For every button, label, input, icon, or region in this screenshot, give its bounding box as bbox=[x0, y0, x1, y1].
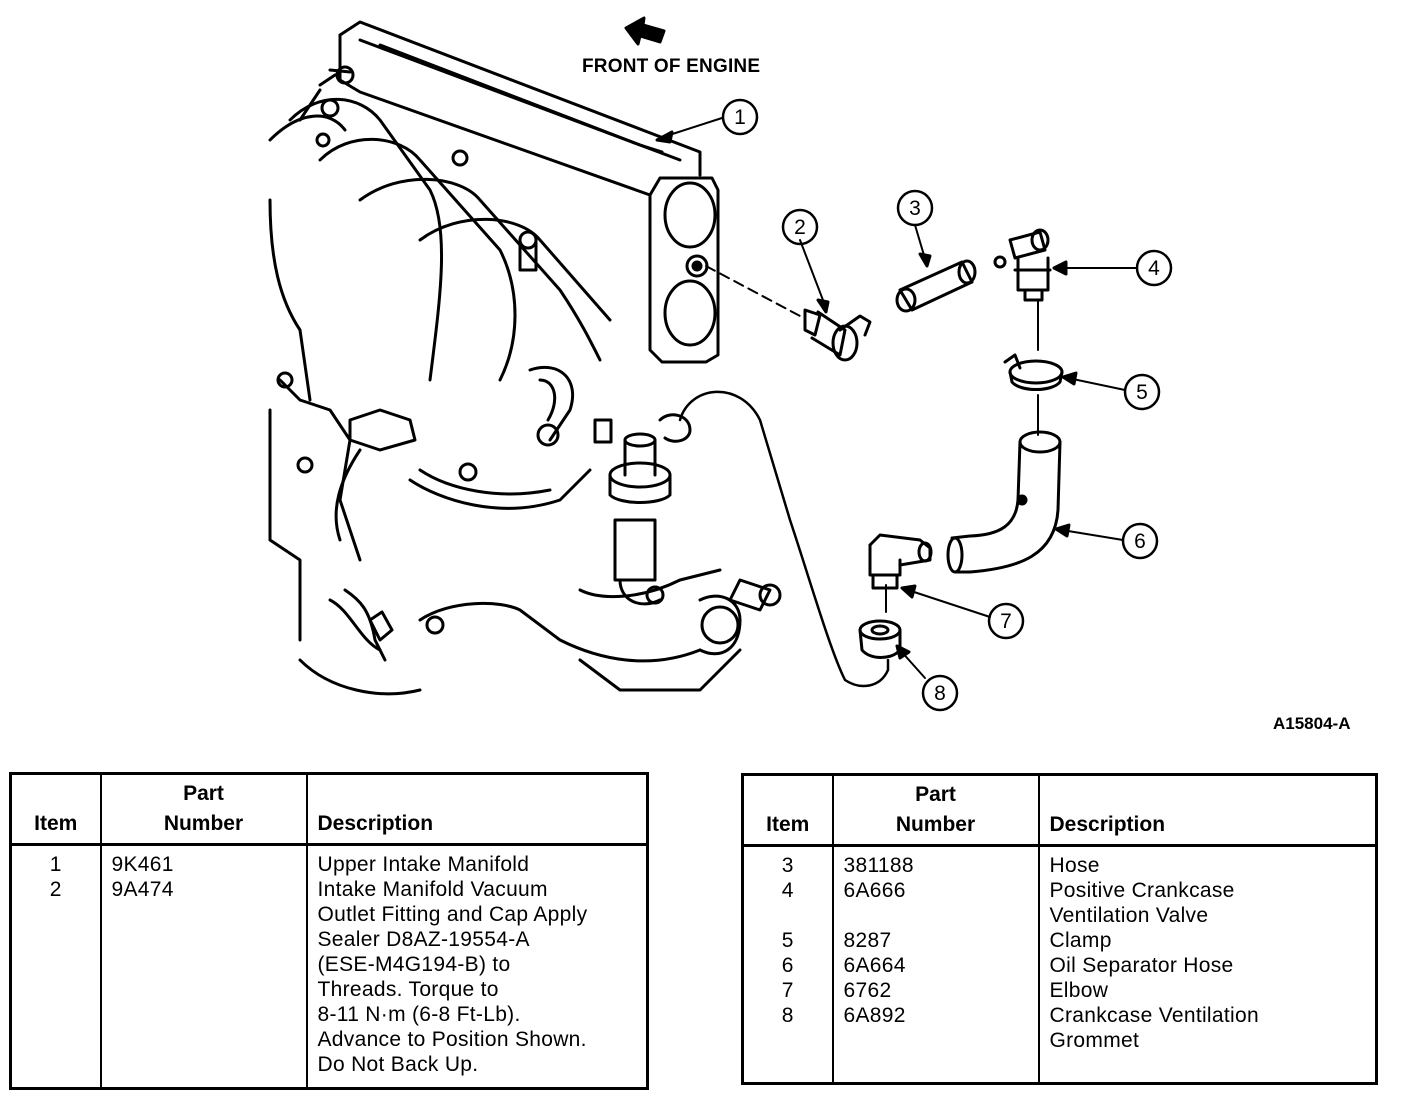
parts-table-left: Item Part Number Description 1 9K461 Upp… bbox=[9, 772, 649, 1090]
callout-1: 1 bbox=[734, 106, 746, 129]
table-row: 6 6A664 Oil Separator Hose bbox=[743, 953, 1377, 978]
table-row: 5 8287 Clamp bbox=[743, 928, 1377, 953]
part-number-cell: 9K461 bbox=[99, 844, 307, 877]
table-row: 4 6A666 Positive Crankcase Ventilation V… bbox=[743, 878, 1377, 928]
table-row: 2 9A474 Intake Manifold Vacuum Outlet Fi… bbox=[11, 877, 648, 1089]
header-item: Item bbox=[10, 773, 101, 846]
description-cell: Positive Crankcase Ventilation Valve bbox=[1037, 878, 1377, 928]
part-number-cell: 9A474 bbox=[99, 877, 307, 1089]
callout-8: 8 bbox=[934, 682, 946, 705]
pcv-valve bbox=[1008, 228, 1052, 302]
hose-clamp bbox=[1003, 353, 1064, 391]
figure-id: A15804-A bbox=[1273, 714, 1351, 733]
item-cell: 8 bbox=[781, 1004, 794, 1027]
callout-7: 7 bbox=[1000, 610, 1012, 633]
part-number-cell: 381188 bbox=[831, 845, 1039, 878]
item-cell: 2 bbox=[49, 878, 62, 901]
description-cell: Oil Separator Hose bbox=[1037, 953, 1377, 978]
item-cell: 1 bbox=[49, 853, 62, 876]
item-cell: 4 bbox=[781, 879, 794, 902]
engine-intake-manifold bbox=[268, 20, 782, 696]
table-row: 3 381188 Hose bbox=[743, 845, 1377, 878]
part-number-cell: 6762 bbox=[831, 978, 1039, 1003]
item-cell: 3 bbox=[781, 854, 794, 877]
pcv-exploded-diagram: 1 2 3 4 5 6 7 8 bbox=[268, 16, 1173, 712]
front-of-engine-label: FRONT OF ENGINE bbox=[582, 56, 761, 77]
table-header-row: Item Part Number Description bbox=[10, 773, 648, 846]
description-cell: Elbow bbox=[1037, 978, 1377, 1003]
description-cell: Intake Manifold Vacuum Outlet Fitting an… bbox=[305, 877, 648, 1089]
parts-table-right: Item Part Number Description 3 381188 Ho… bbox=[741, 773, 1378, 1085]
callout-5: 5 bbox=[1136, 381, 1148, 404]
hose-381188 bbox=[895, 255, 1007, 313]
oil-separator-hose bbox=[946, 430, 1062, 574]
item-cell: 5 bbox=[781, 929, 794, 952]
callout-6: 6 bbox=[1134, 530, 1146, 553]
part-number-cell: 6A892 bbox=[831, 1003, 1039, 1084]
crankcase-ventilation-grommet bbox=[858, 619, 902, 659]
pcv-elbow bbox=[868, 533, 933, 590]
item-cell: 6 bbox=[781, 954, 794, 977]
table-row: 7 6762 Elbow bbox=[743, 978, 1377, 1003]
description-cell: Hose bbox=[1037, 845, 1377, 878]
part-number-cell: 6A664 bbox=[831, 953, 1039, 978]
description-cell: Upper Intake Manifold bbox=[305, 844, 648, 877]
table-row: 1 9K461 Upper Intake Manifold bbox=[11, 844, 648, 877]
callout-3: 3 bbox=[909, 197, 921, 220]
part-number-cell: 8287 bbox=[831, 928, 1039, 953]
header-part-number: Part Number bbox=[831, 774, 1039, 847]
vacuum-outlet-fitting bbox=[803, 308, 872, 362]
part-number-cell: 6A666 bbox=[831, 878, 1039, 928]
callout-2: 2 bbox=[794, 216, 806, 239]
front-arrow-icon bbox=[624, 16, 666, 46]
table-header-row: Item Part Number Description bbox=[742, 774, 1377, 847]
header-part-number: Part Number bbox=[99, 773, 307, 846]
description-cell: Crankcase Ventilation Grommet bbox=[1037, 1003, 1377, 1084]
header-item: Item bbox=[742, 774, 833, 847]
header-description: Description bbox=[1037, 774, 1377, 847]
callout-4: 4 bbox=[1148, 257, 1160, 280]
description-cell: Clamp bbox=[1037, 928, 1377, 953]
table-row: 8 6A892 Crankcase Ventilation Grommet bbox=[743, 1003, 1377, 1084]
header-description: Description bbox=[305, 773, 648, 846]
item-cell: 7 bbox=[781, 979, 794, 1002]
